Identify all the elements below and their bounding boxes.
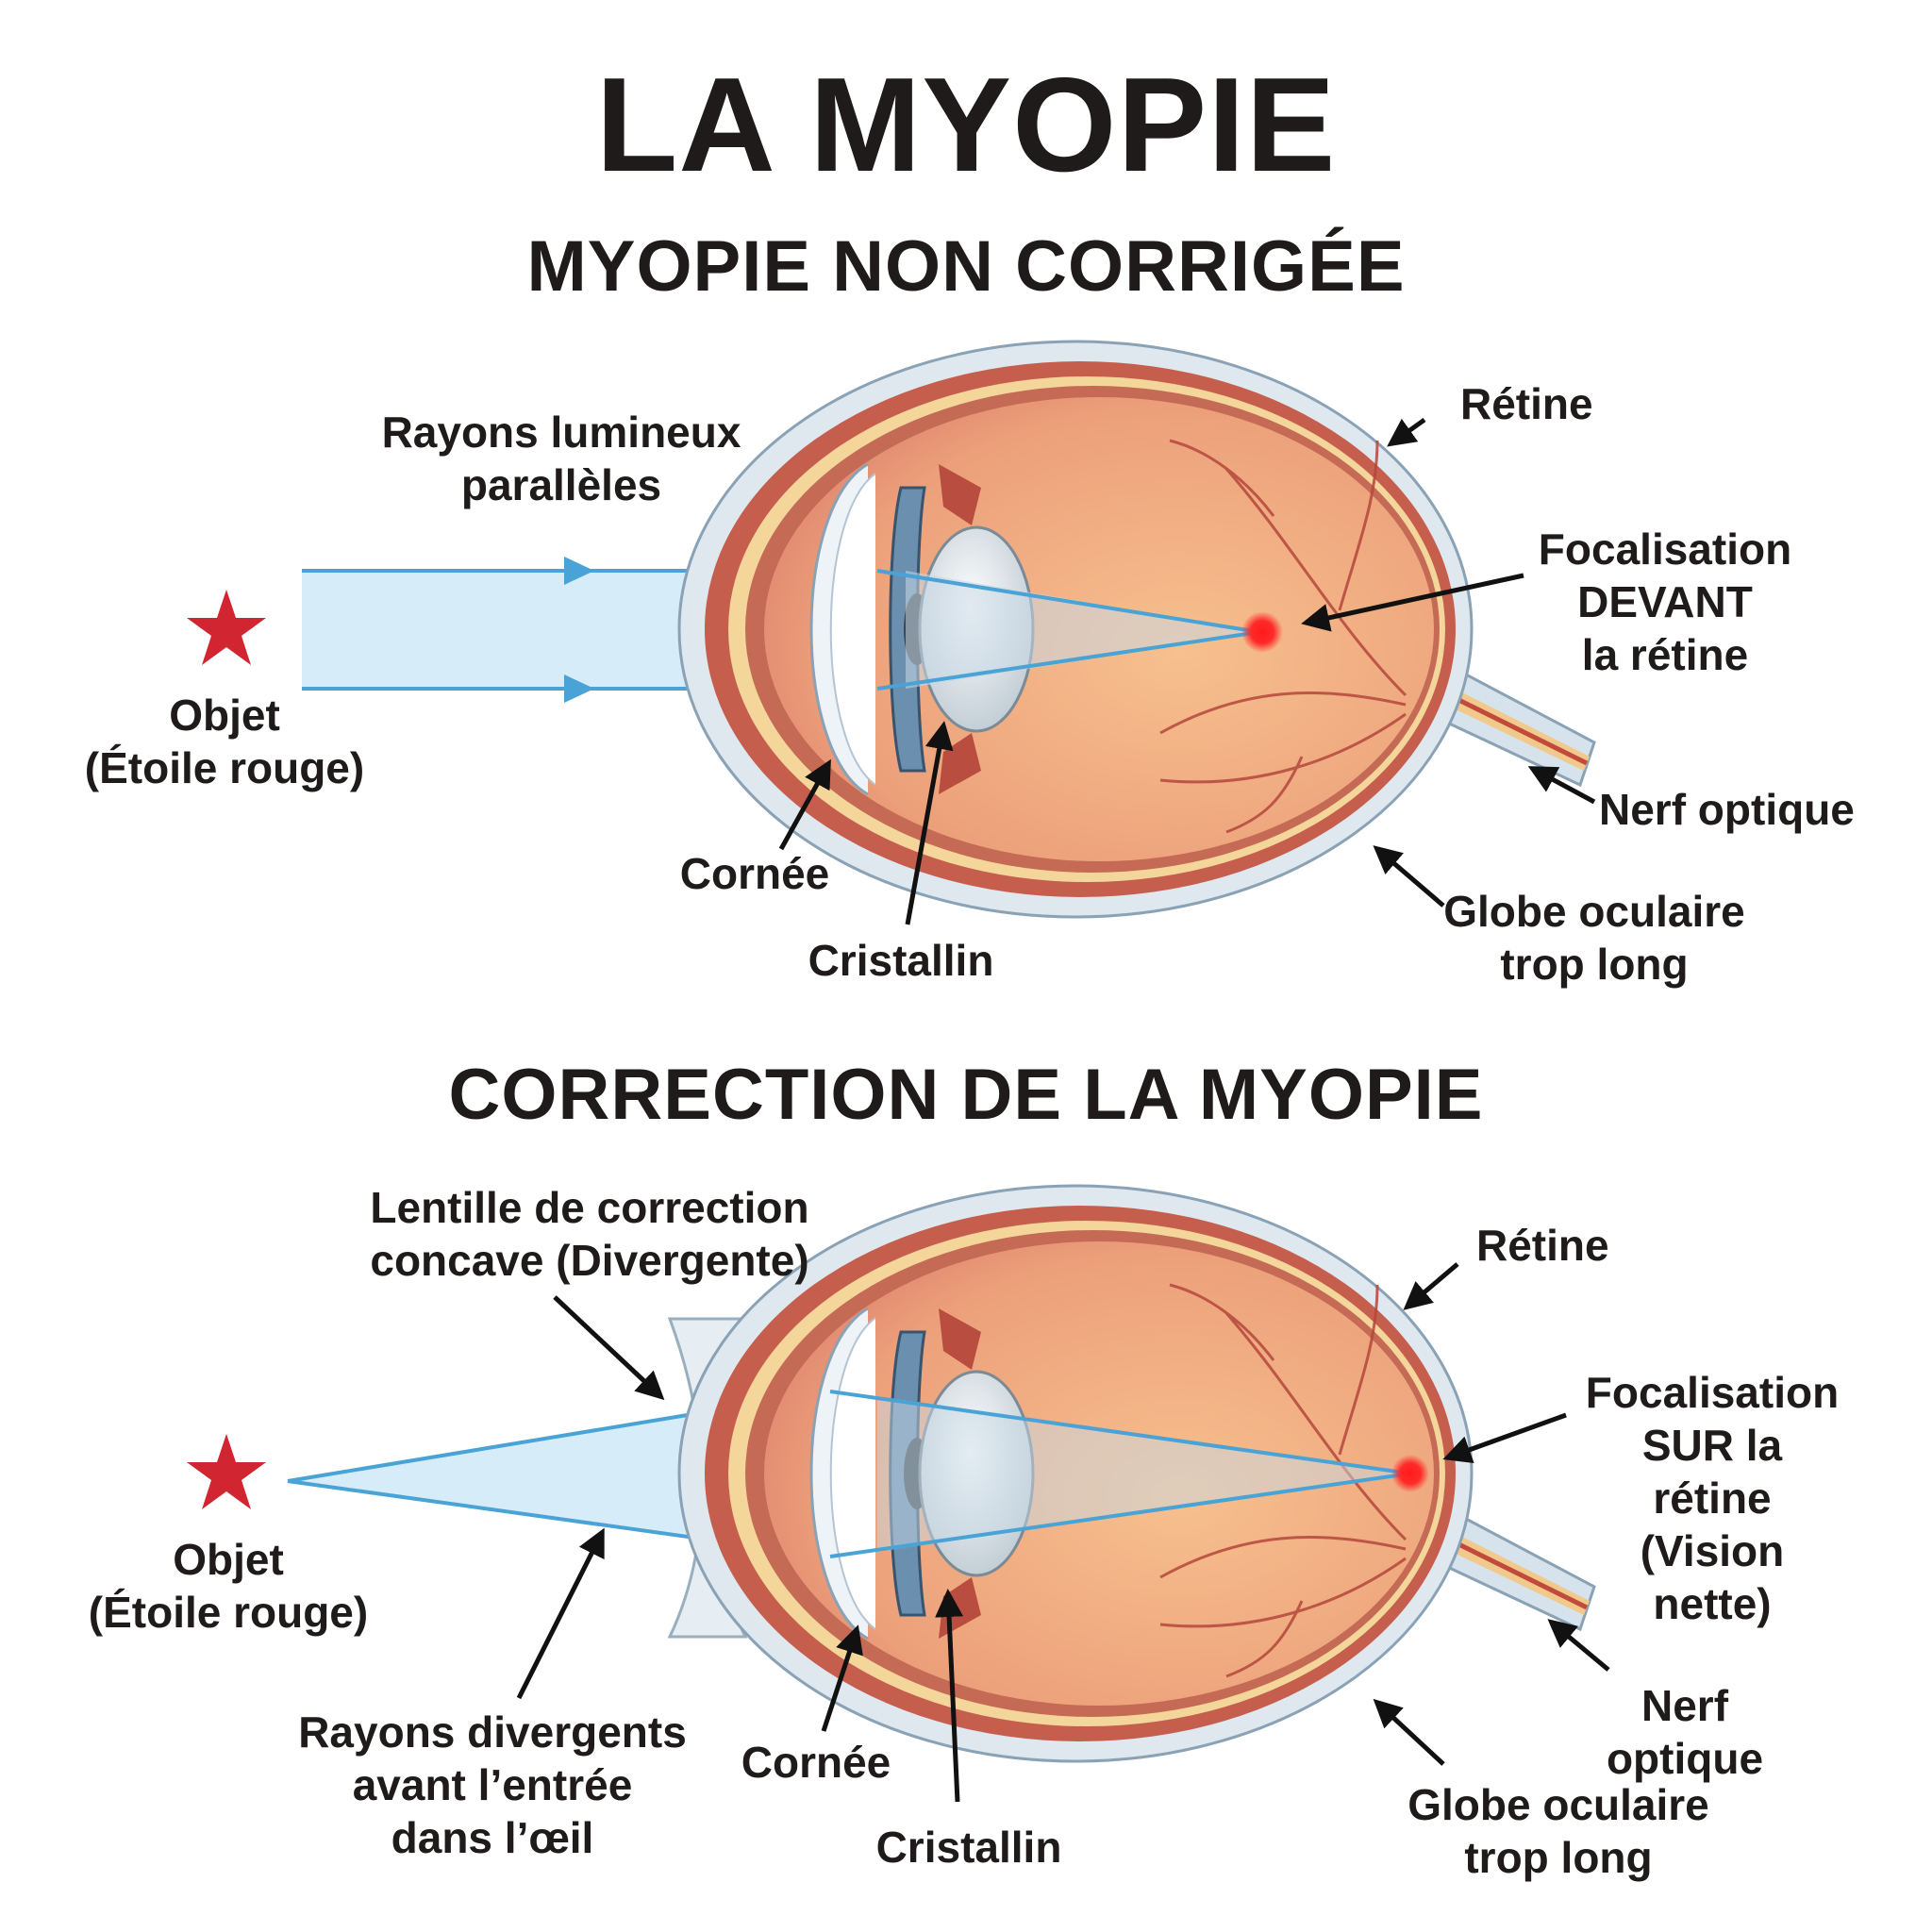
arrow-icon [516,1527,605,1700]
section-uncorrected-heading: MYOPIE NON CORRIGÉE [526,226,1406,307]
label-parallel-rays: Rayons lumineux parallèles [381,408,741,509]
arrow-icon [1373,1698,1445,1766]
ray-arrow-icon [564,557,594,585]
label-optic-nerve: Nerf optique [1606,1681,1764,1783]
main-title: LA MYOPIE [595,50,1337,200]
label-corrective-lens: Lentille de correction concave (Divergen… [370,1183,809,1285]
arrow-icon [821,1624,863,1732]
arrow-icon [1301,573,1524,632]
arrow-icon [1387,417,1426,447]
arrow-icon [553,1295,665,1401]
refracted-ray-bottom [829,1472,1411,1558]
label-optic-nerve: Nerf optique [1599,785,1855,834]
ray-arrow-icon [564,675,594,703]
label-diverging-rays: Rayons divergents avant l’entrée dans l’… [298,1707,687,1862]
label-object: Objet (Étoile rouge) [88,1535,369,1637]
label-object: Objet (Étoile rouge) [84,691,365,792]
arrow-icon [1442,1412,1567,1463]
refracted-cone [877,1396,1410,1552]
label-retina: Rétine [1476,1221,1609,1270]
arrow-icon [1403,1262,1459,1310]
refracted-cone [906,571,1259,689]
uncorrected-diagram [187,341,1596,925]
label-cornea: Cornée [741,1738,891,1787]
focal-point-icon [1391,1455,1429,1492]
arrow-icon [1547,1619,1610,1672]
label-focus-on-retina: Focalisation SUR la rétine (Vision nette… [1585,1368,1840,1628]
label-focus-front: Focalisation DEVANT la rétine [1538,525,1792,679]
arrow-icon [905,721,954,925]
refracted-ray-bottom [876,630,1260,691]
label-cornea: Cornée [679,849,830,898]
label-lens: Cristallin [808,936,994,985]
label-eyeball-long: Globe oculaire trop long [1407,1780,1709,1882]
refracted-ray-top [829,1390,1411,1475]
star-icon [187,590,266,665]
label-eyeball-long: Globe oculaire trop long [1443,887,1745,989]
star-icon [187,1434,266,1509]
label-retina: Rétine [1460,379,1593,428]
arrow-icon [778,758,831,851]
refracted-ray-top [876,569,1260,634]
arrow-icon [1527,766,1596,805]
corrected-diagram [187,1186,1610,1803]
arrow-icon [935,1589,964,1803]
arrow-icon [1373,845,1445,908]
focal-point-icon [1241,611,1283,653]
label-lens: Cristallin [875,1823,1062,1872]
section-corrected-heading: CORRECTION DE LA MYOPIE [448,1055,1484,1135]
